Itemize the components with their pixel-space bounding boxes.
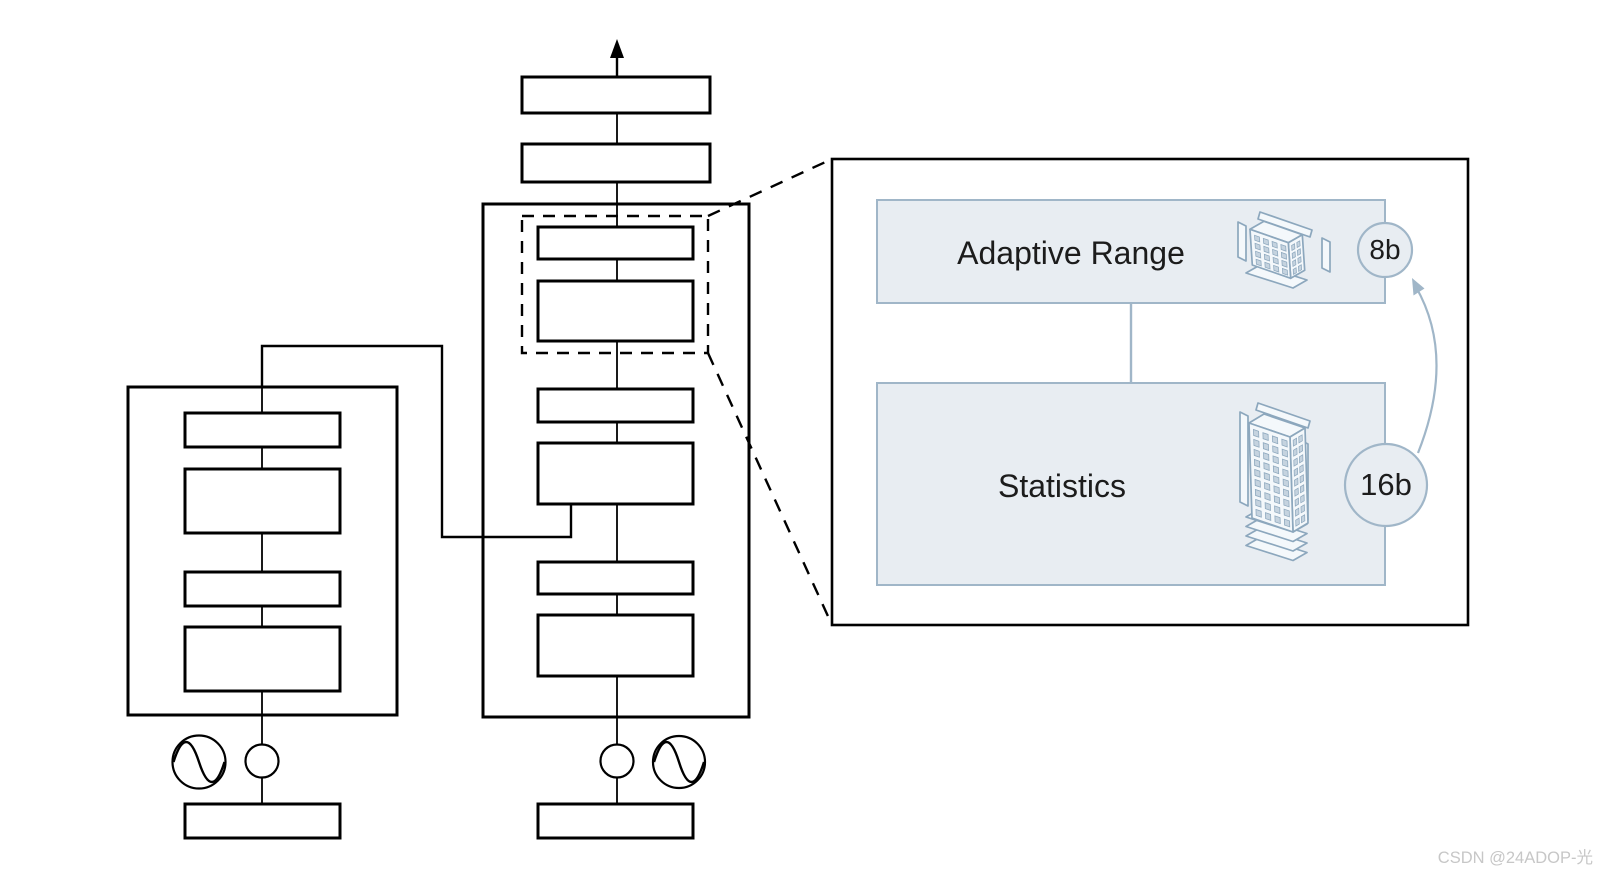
statistics-label: Statistics [998, 468, 1126, 504]
encoder-outer-box [126, 385, 399, 717]
bit-width-8b-label: 8b [1369, 234, 1400, 265]
zoom-guide-line-top [707, 157, 833, 218]
matrix-icon-large [1239, 402, 1311, 562]
encoder-decoder-connector [260, 344, 573, 539]
matrix-icon-small [1237, 211, 1331, 289]
output-block-rect [520, 142, 712, 184]
decoder-block-rect [536, 441, 695, 506]
decoder-block-rect [536, 225, 695, 261]
decoder-add-node [599, 743, 635, 779]
decoder-column [481, 39, 751, 840]
sine-wave-icon [172, 741, 226, 783]
window-grid [1253, 428, 1291, 528]
output-block-rect [520, 75, 712, 115]
bit-width-16b-label: 16b [1360, 467, 1412, 502]
encoder-input-rect [183, 802, 342, 840]
quantization-feedback-arrow [1415, 286, 1438, 454]
zoom-guide-line-bottom [706, 352, 834, 626]
decoder-outer-box [481, 202, 751, 719]
window-grid [1292, 434, 1306, 527]
decoder-block-rect [536, 387, 695, 424]
decoder-block-rect [536, 613, 695, 678]
highlight-dashed-box [520, 214, 710, 355]
output-arrow-icon [610, 39, 624, 58]
decoder-block-rect [536, 279, 695, 343]
encoder-block-rect [183, 570, 342, 608]
sine-wave-icon [652, 741, 706, 783]
encoder-add-node [244, 743, 280, 779]
detail-panel: Adaptive Range Statistics 8b 16b [830, 157, 1470, 627]
adaptive-range-label: Adaptive Range [957, 235, 1185, 271]
encoder-block-rect [183, 411, 342, 449]
bit-width-badge-16b [1343, 442, 1429, 528]
decoder-block-rect [536, 560, 695, 596]
decoder-input-rect [536, 802, 695, 840]
window-grid [1291, 240, 1303, 275]
encoder-block-rect [183, 625, 342, 693]
encoder-column [126, 385, 399, 840]
encoder-block-rect [183, 467, 342, 535]
bit-width-badge-8b [1356, 221, 1414, 279]
window-grid [1254, 234, 1289, 276]
feedback-arrowhead-icon [1412, 278, 1425, 296]
watermark: CSDN @24ADOP-光 [1438, 848, 1593, 867]
